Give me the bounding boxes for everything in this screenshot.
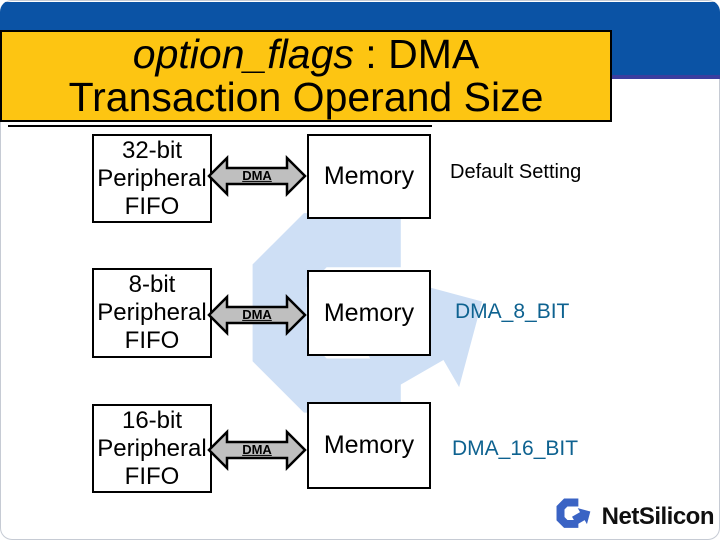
dma-arrow: DMA xyxy=(207,152,307,200)
slide-title: option_flags : DMA Transaction Operand S… xyxy=(0,30,612,122)
netsilicon-logo: NetSilicon xyxy=(550,496,715,538)
title-line-2: Transaction Operand Size xyxy=(68,74,544,120)
title-underline-rule xyxy=(8,125,432,127)
dma-arrow-label: DMA xyxy=(242,441,272,457)
title-line-1: option_flags : DMA xyxy=(133,33,479,76)
dma-arrow: DMA xyxy=(207,291,307,339)
target-box: Memory xyxy=(307,270,431,356)
dma-arrow-label: DMA xyxy=(242,306,272,322)
row-annotation: DMA_8_BIT xyxy=(455,300,570,323)
row-annotation: Default Setting xyxy=(450,161,582,183)
source-box: 16-bit Peripheral FIFO xyxy=(92,404,212,493)
source-box: 32-bit Peripheral FIFO xyxy=(92,134,212,223)
title-suffix: : DMA xyxy=(353,31,480,77)
dma-arrow-label: DMA xyxy=(242,167,272,183)
netsilicon-logo-text: NetSilicon xyxy=(601,503,715,530)
source-box: 8-bit Peripheral FIFO xyxy=(92,268,212,358)
title-keyword: option_flags xyxy=(132,31,354,77)
row-annotation: DMA_16_BIT xyxy=(452,437,579,460)
target-box: Memory xyxy=(307,134,431,219)
target-box: Memory xyxy=(307,402,431,489)
dma-arrow: DMA xyxy=(207,426,307,474)
netsilicon-logo-icon xyxy=(550,496,600,538)
